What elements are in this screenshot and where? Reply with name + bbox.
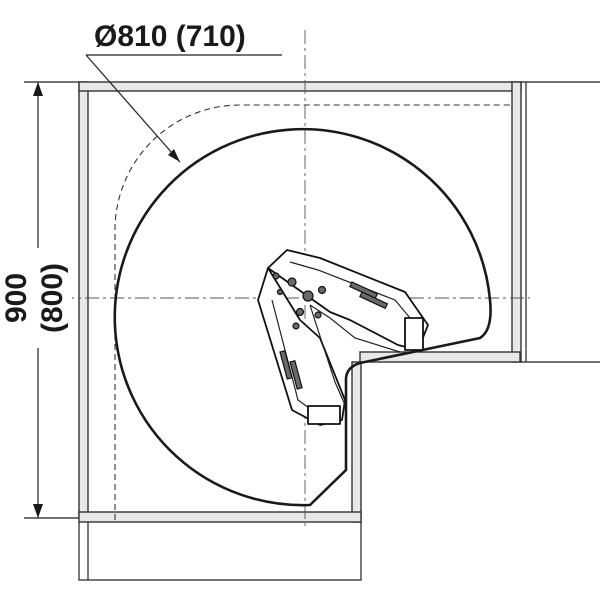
fitting-lower-arm [257,267,346,426]
diameter-leader-arrowhead [168,149,180,162]
inner-corner-panel-horizontal [359,351,521,363]
height-label-primary: 900 [0,273,33,323]
fitting-bracket-bottom [307,405,341,425]
inner-corner-panel-vertical [351,361,362,523]
fitting-hole-2 [302,290,314,302]
fitting-inner-line-c [309,304,401,353]
fitting-slot-2 [359,291,389,310]
height-label-secondary: (800) [36,263,69,333]
diameter-leader-line [85,54,181,163]
right-side-panel [511,81,522,363]
fitting-slot-3 [279,349,293,380]
large-tray-outline-dashed [114,104,512,520]
fitting-inner-line-d [309,304,346,406]
fitting-hole-5 [272,272,280,280]
diameter-dimension: Ø810 (710) [85,20,282,163]
fitting-hole-7 [314,311,322,319]
back-panel-top [78,81,522,92]
left-side-panel [78,81,89,519]
front-panel-bottom [78,511,362,523]
height-dimension: 900 (800) [0,81,79,519]
fitting-hole-6 [292,322,300,330]
fitting-hole-1 [287,277,297,287]
fitting-hole-3 [295,307,305,317]
diameter-label: Ø810 (710) [94,20,246,53]
cabinet-body [78,81,522,523]
revolving-tray-outline [113,127,492,507]
adjacent-cabinet-bottom [78,522,362,581]
rotating-fitting-mechanism [257,249,429,426]
height-label-background [0,248,72,348]
adjacent-cabinets [78,81,600,581]
fitting-bracket-right [404,317,424,351]
height-arrow-bottom [33,504,43,518]
fitting-hole-4 [317,285,327,295]
height-arrow-top [33,82,43,96]
fitting-slot-4 [289,359,303,390]
fitting-hole-8 [276,288,284,296]
